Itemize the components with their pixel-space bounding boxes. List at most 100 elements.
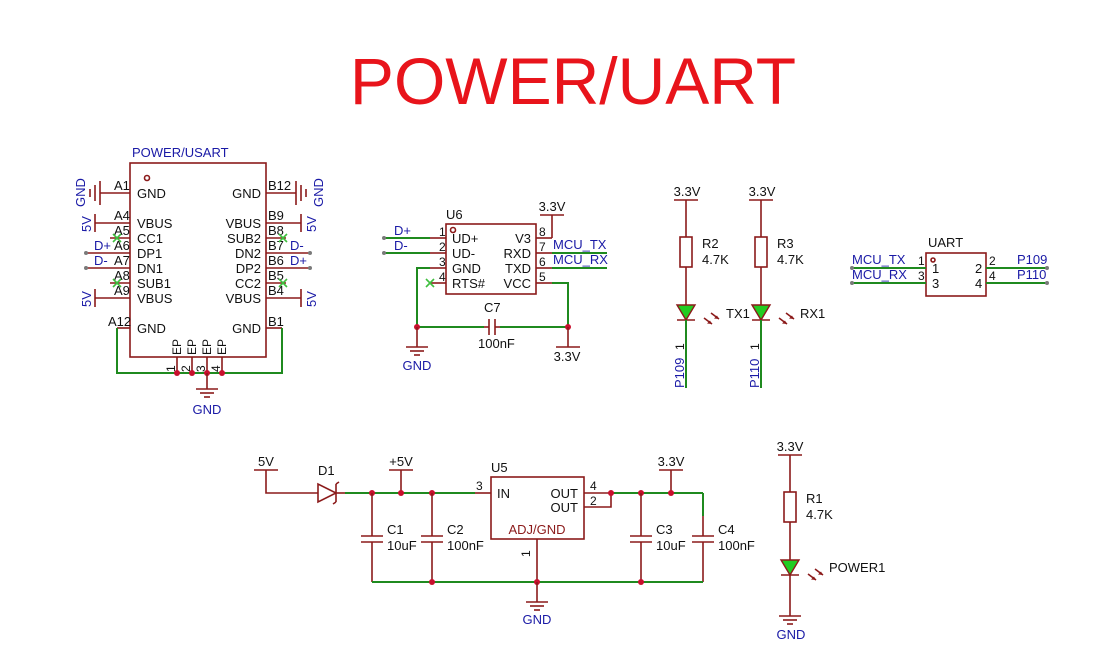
u6-body [445, 223, 537, 295]
r2-value: 4.7K [702, 252, 729, 267]
net-gnd: GND [523, 612, 552, 627]
net-dm-right: D- [290, 238, 304, 253]
net-gnd: GND [403, 358, 432, 373]
u5-adj-num: 1 [519, 550, 533, 557]
net-5v-right-top: 5V [304, 216, 319, 232]
net-p110: P110 [1017, 267, 1046, 282]
net-5v-left-bottom: 5V [79, 291, 94, 307]
tx1-ref: TX1 [726, 306, 750, 321]
u6-pin-num: 8 [539, 225, 546, 239]
u5-in-num: 3 [476, 479, 483, 493]
r3-value: 4.7K [777, 252, 804, 267]
pin-label-dn1: DN1 [137, 261, 163, 276]
u6-pin-label: VCC [504, 276, 531, 291]
u6-pin-num: 7 [539, 240, 546, 254]
ep-label: EP [185, 339, 199, 355]
pin-label-gnd: GND [137, 186, 166, 201]
net-gnd: GND [777, 627, 806, 642]
pin-label-sub1: SUB1 [137, 276, 171, 291]
ep-num: 4 [209, 365, 223, 372]
r2-ref: R2 [702, 236, 719, 251]
u6-pin-label: RXD [504, 246, 531, 261]
u5-out-label-1: OUT [551, 486, 579, 501]
c1-ref: C1 [387, 522, 404, 537]
net-3v3-top: 3.3V [539, 199, 566, 214]
power-led [779, 559, 801, 577]
ep-pins: EP EP EP EP 1 2 3 4 [164, 339, 229, 373]
u6-ref: U6 [446, 207, 463, 222]
diode-d1 [317, 482, 338, 504]
c7-ref: C7 [484, 300, 501, 315]
net-dm: D- [394, 238, 408, 253]
uart-pin-num: 2 [989, 254, 996, 268]
u6-pin-num: 3 [439, 255, 446, 269]
u6-pin-label: TXD [505, 261, 531, 276]
net-3v3: 3.3V [777, 439, 804, 454]
uart-pin-num: 1 [918, 254, 925, 268]
pin-label-vbus: VBUS [137, 291, 173, 306]
sheet-title: POWER/UART [350, 44, 796, 118]
tx-pin-num: 1 [673, 343, 687, 350]
c2-value: 100nF [447, 538, 484, 553]
pin-num-a6: A6 [114, 238, 130, 253]
ep-label: EP [200, 339, 214, 355]
cap-c4: C4 100nF [692, 493, 755, 582]
net-dm-left: D- [94, 253, 108, 268]
net-3v3: 3.3V [674, 184, 701, 199]
uart-pin: 2 [975, 261, 982, 276]
pin-label-dp1: DP1 [137, 246, 162, 261]
uart-name: UART [928, 235, 963, 250]
r1-ref: R1 [806, 491, 823, 506]
net-3v3-bottom: 3.3V [554, 349, 581, 364]
pin-num-b6: B6 [268, 253, 284, 268]
c2-ref: C2 [447, 522, 464, 537]
pin-label-cc2: CC2 [235, 276, 261, 291]
pin-label-vbus: VBUS [226, 216, 262, 231]
r1-value: 4.7K [806, 507, 833, 522]
uart-pin: 1 [932, 261, 939, 276]
pin-label-vbus: VBUS [226, 291, 262, 306]
u5-out-num-2: 2 [590, 494, 597, 508]
ep-num: 2 [179, 365, 193, 372]
net-mcu-rx: MCU_RX [553, 252, 608, 267]
connector-name: POWER/USART [132, 145, 229, 160]
tx-led [675, 304, 697, 322]
u6-pin-num: 6 [539, 255, 546, 269]
u6-pin-label: RTS# [452, 276, 486, 291]
net-gnd-bottom: GND [193, 402, 222, 417]
power1-ref: POWER1 [829, 560, 885, 575]
pin-num-a5: A5 [114, 223, 130, 238]
pin-label-cc1: CC1 [137, 231, 163, 246]
u6-pin-num: 5 [539, 270, 546, 284]
u5-in-label: IN [497, 486, 510, 501]
power-led-branch: 3.3V R1 4.7K POWER1 GND [777, 439, 886, 642]
pin-num-b12: B12 [268, 178, 291, 193]
pin-label-gnd: GND [232, 321, 261, 336]
ep-label: EP [215, 339, 229, 355]
rx-led [750, 304, 772, 322]
u6-pin-label: UD- [452, 246, 475, 261]
net-5v-left-top: 5V [79, 216, 94, 232]
rx-led-branch: 3.3V R3 4.7K RX1 1 P110 [747, 184, 825, 388]
u6-pin-num: 2 [439, 240, 446, 254]
net-p110: P110 [747, 359, 762, 388]
uart-pin: 4 [975, 276, 982, 291]
net-mcu-tx: MCU_TX [553, 237, 607, 252]
cap-c2: C2 100nF [421, 493, 484, 582]
net-p109: P109 [1017, 252, 1047, 267]
u6-pin-label: V3 [515, 231, 531, 246]
pin-label-dp2: DP2 [236, 261, 261, 276]
net-mcu-tx: MCU_TX [852, 252, 906, 267]
uart-pin: 3 [932, 276, 939, 291]
u5-out-label-2: OUT [551, 500, 579, 515]
net-dp-left: D+ [94, 238, 111, 253]
net-3v3: 3.3V [749, 184, 776, 199]
pin-num-a7: A7 [114, 253, 130, 268]
net-5v-in: 5V [258, 454, 274, 469]
pin-num-a9: A9 [114, 283, 130, 298]
pin-label-sub2: SUB2 [227, 231, 261, 246]
cap-c1: C1 10uF [361, 493, 417, 582]
c4-value: 100nF [718, 538, 755, 553]
cap-c3: C3 10uF [630, 493, 686, 582]
usb-connector: POWER/USART A1 GND A4 VBUS A5 CC1 A6 DP1… [73, 145, 326, 417]
